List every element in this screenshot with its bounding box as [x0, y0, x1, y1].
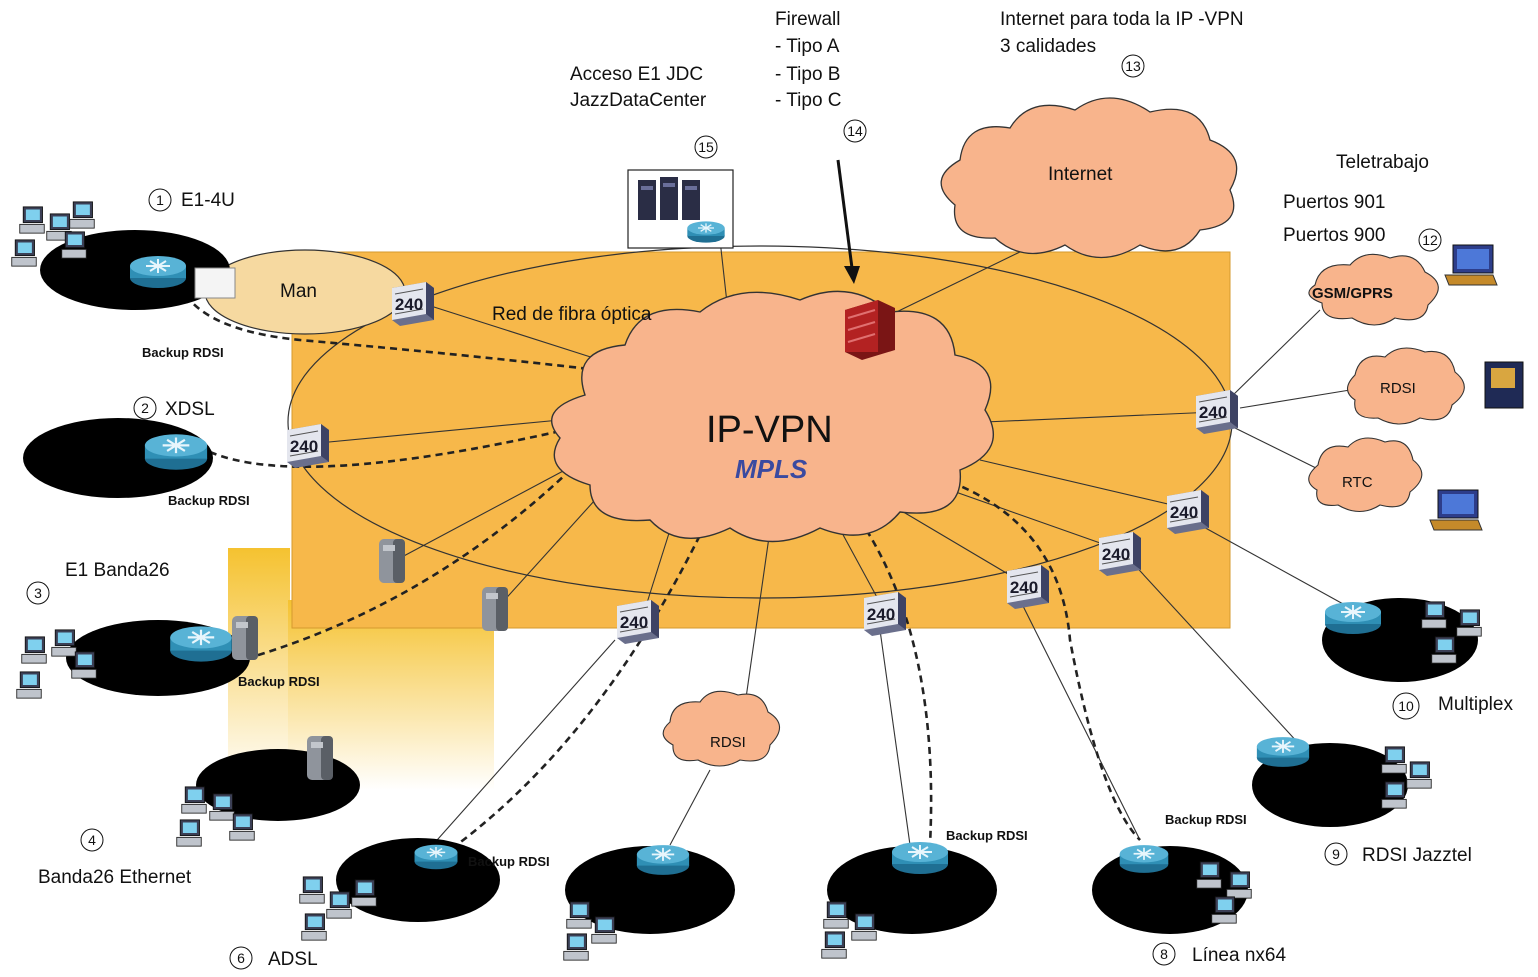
fiber-network-label: Red de fibra óptica — [492, 304, 652, 325]
switch-label: 240 — [290, 437, 318, 456]
backup-label: Backup RDSI — [168, 493, 250, 508]
switch-label: 240 — [1102, 545, 1130, 564]
jdc-line1: Acceso E1 JDC — [570, 64, 703, 85]
gsm-gprs-label: GSM/GPRS — [1312, 285, 1393, 302]
switch-label: 240 — [620, 613, 648, 632]
puertos-900: Puertos 900 — [1283, 225, 1385, 246]
backup-label: Backup RDSI — [946, 828, 1028, 843]
site-label-10: 10 Multiplex — [1392, 692, 1513, 720]
switch-240-icon: 240 — [1006, 564, 1050, 609]
switch-240-icon: 240 — [1166, 489, 1210, 534]
rtc-label: RTC — [1342, 474, 1373, 491]
ipvpn-title: IP-VPN — [706, 409, 833, 451]
backup-label: Backup RDSI — [142, 345, 224, 360]
svg-text:ADSL: ADSL — [268, 949, 318, 970]
svg-text:6: 6 — [237, 950, 245, 966]
num-circle: 15 — [694, 135, 718, 159]
svg-text:1: 1 — [156, 192, 164, 208]
svg-text:Línea nx64: Línea nx64 — [1192, 945, 1286, 966]
site-label-9: 9 RDSI Jazztel — [1324, 842, 1472, 866]
rdsi-right-label: RDSI — [1380, 380, 1416, 397]
switch-240-icon: 240 — [286, 423, 330, 468]
puertos-901: Puertos 901 — [1283, 192, 1385, 213]
internet-vpn-line2: 3 calidades — [1000, 36, 1096, 57]
svg-text:10: 10 — [1398, 698, 1414, 714]
rdsi-cloud-right — [1346, 347, 1465, 425]
site-label-8: 8 Línea nx64 — [1152, 942, 1286, 966]
switch-label: 240 — [395, 295, 423, 314]
svg-text:E1 Banda26: E1 Banda26 — [65, 560, 170, 581]
switch-240-icon: 240 — [616, 599, 660, 644]
switch-label: 240 — [867, 605, 895, 624]
svg-text:12: 12 — [1422, 232, 1438, 248]
mpls-label: MPLS — [735, 454, 808, 484]
switch-label: 240 — [1199, 403, 1227, 422]
router-icon — [686, 220, 726, 244]
firewall-arrow — [836, 159, 860, 284]
switch-240-icon: 240 — [863, 591, 907, 636]
svg-text:8: 8 — [1160, 946, 1168, 962]
rtc-cloud — [1308, 437, 1423, 513]
svg-text:15: 15 — [698, 139, 714, 155]
laptop-icons — [1429, 244, 1524, 531]
firewall-type-c: - Tipo C — [775, 90, 842, 111]
switch-240-icon: 240 — [1195, 389, 1239, 434]
switch-240-icon: 240 — [1098, 531, 1142, 576]
site-label-3: 3 E1 Banda26 — [26, 560, 170, 605]
ip-vpn-cloud — [550, 290, 994, 543]
backup-label: Backup RDSI — [468, 854, 550, 869]
switch-group: 240 240 240 240 240 240 240 240 — [286, 281, 1239, 644]
firewall-type-b: - Tipo B — [775, 64, 840, 85]
svg-text:3: 3 — [34, 585, 42, 601]
firewall-title: Firewall — [775, 9, 840, 30]
switch-240-icon: 240 — [391, 281, 435, 326]
rdsi-cloud-bottom — [662, 690, 781, 767]
num-circle: 13 — [1121, 54, 1145, 78]
svg-text:XDSL: XDSL — [165, 399, 215, 420]
num-circle: 14 — [843, 119, 867, 143]
svg-text:13: 13 — [1125, 58, 1141, 74]
switch-label: 240 — [1010, 578, 1038, 597]
firewall-icon — [845, 300, 895, 360]
internet-vpn-line1: Internet para toda la IP -VPN — [1000, 9, 1244, 30]
svg-text:Banda26 Ethernet: Banda26 Ethernet — [38, 867, 192, 888]
firewall-type-a: - Tipo A — [775, 36, 840, 57]
rdsi-bottom-label: RDSI — [710, 734, 746, 751]
svg-text:2: 2 — [141, 400, 149, 416]
backup-links — [178, 284, 1141, 852]
gsm-gprs-cloud — [1308, 253, 1439, 326]
site-label-2: 2 XDSL — [133, 396, 215, 420]
backup-label: Backup RDSI — [238, 674, 320, 689]
switch-label: 240 — [1170, 503, 1198, 522]
svg-text:14: 14 — [847, 123, 863, 139]
jdc-line2: JazzDataCenter — [570, 90, 707, 111]
internet-cloud — [940, 97, 1238, 259]
man-label: Man — [280, 281, 317, 302]
svg-text:4: 4 — [88, 832, 96, 848]
server-rack-icon — [638, 177, 700, 220]
site-label-6: 6 ADSL — [229, 946, 318, 970]
backup-label: Backup RDSI — [1165, 812, 1247, 827]
modem-icon — [194, 267, 236, 299]
svg-text:9: 9 — [1332, 846, 1340, 862]
num-circle: 12 — [1418, 228, 1442, 252]
teletrabajo-title: Teletrabajo — [1336, 152, 1429, 173]
svg-text:Multiplex: Multiplex — [1438, 694, 1513, 715]
site-label-1: 1 E1-4U — [148, 188, 235, 212]
internet-cloud-label: Internet — [1048, 164, 1113, 185]
svg-text:RDSI Jazztel: RDSI Jazztel — [1362, 845, 1472, 866]
svg-text:E1-4U: E1-4U — [181, 190, 235, 211]
